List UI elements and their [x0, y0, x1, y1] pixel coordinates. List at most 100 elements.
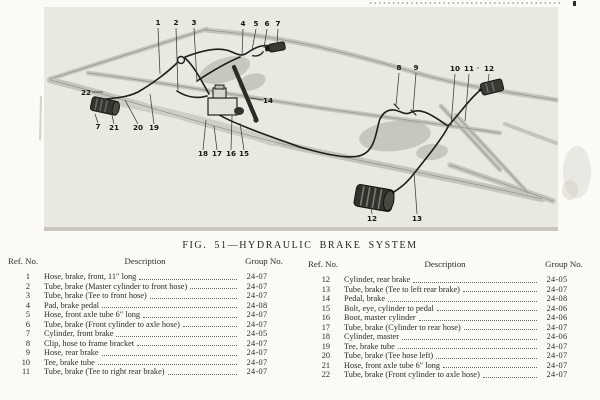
callout-leader-line [413, 171, 418, 215]
callout-number: 22 [81, 88, 91, 97]
description-header: Description [124, 256, 166, 266]
callout-number: 7 [95, 122, 100, 131]
group-no: 24-07 [246, 338, 268, 348]
dot-leader [482, 376, 537, 378]
description-header: Description [424, 259, 466, 269]
brake-components [89, 41, 505, 212]
callout-number: 21 [109, 123, 119, 132]
part-description: Cylinder, rear brake [344, 275, 411, 284]
group-no: 24-07 [246, 348, 268, 357]
callout-number: 13 [412, 214, 422, 223]
dot-leader [102, 307, 237, 308]
callout-number: 14 [263, 96, 273, 105]
callout-leader-line [108, 101, 115, 125]
ref-no: 6 [25, 319, 30, 329]
dot-leader [436, 357, 537, 359]
speck-artifact [477, 67, 479, 69]
callout-number: 19 [149, 123, 159, 132]
ref-no: 4 [25, 300, 30, 310]
callout-number: 4 [240, 19, 245, 28]
right-margin-smudge [562, 180, 578, 200]
ref-no: 22 [321, 370, 330, 379]
callout-leader-line [175, 27, 179, 91]
frame-edge-line [49, 28, 208, 80]
ref-no: 16 [321, 313, 330, 322]
callout-number: 18 [198, 149, 208, 158]
callout-leader-line [239, 122, 245, 151]
ref-no: 7 [25, 329, 30, 338]
part-description: Cylinder, master [344, 332, 399, 341]
pedal-eye-bolt [253, 117, 259, 123]
rear-brake-cylinder-left [353, 184, 395, 212]
callout-number: 20 [133, 123, 143, 132]
tube-to-left-front-cylinder [105, 61, 179, 100]
group-no: 24-07 [246, 319, 268, 329]
dot-leader [418, 319, 537, 321]
dot-leader [190, 288, 237, 289]
callout-leader-line [241, 28, 244, 57]
photo-background [44, 7, 558, 231]
callout-number: 8 [396, 63, 401, 72]
ref-no: 11 [22, 367, 30, 376]
table-row: 8 Clip, hose to frame bracket 24-07 [6, 339, 294, 349]
callout-leader-line [251, 28, 257, 51]
callout-number: 12 [367, 214, 377, 223]
brake-lines [105, 44, 488, 198]
dot-leader [413, 281, 537, 283]
dot-leader [463, 329, 537, 330]
group-no: 24-07 [546, 341, 568, 351]
part-description: Tube, brake (Cylinder to rear hose) [344, 322, 461, 332]
ref-no: 10 [21, 357, 30, 367]
group-no: 24-07 [246, 357, 268, 367]
callout-leader-line [276, 28, 279, 45]
group-no: 24-06 [546, 313, 568, 322]
ref-no: 3 [25, 291, 30, 300]
dot-leader [436, 310, 537, 311]
group-no: 24-07 [246, 310, 268, 319]
part-description: Tube, brake (Tee to right rear brake) [44, 367, 165, 376]
ref-no: 8 [25, 338, 30, 348]
ref-no: 9 [25, 348, 30, 357]
dot-leader [101, 354, 237, 356]
group-no: 24-07 [546, 284, 568, 294]
callout-number: 3 [191, 18, 196, 27]
running-board-bar [119, 99, 276, 146]
group-no: 24-07 [546, 322, 568, 332]
dot-leader [443, 367, 537, 368]
part-description: Clip, hose to frame bracket [44, 338, 135, 348]
dot-leader [462, 291, 537, 292]
cropped-digit-artifact [573, 1, 576, 6]
callout-number: 5 [253, 19, 258, 28]
callout-leader-line [193, 27, 198, 83]
frame-edge-line [440, 105, 501, 171]
dot-leader [388, 300, 537, 302]
front-hose-connector [176, 90, 208, 99]
group-no: 24-07 [546, 360, 568, 370]
callout-number: 12 [484, 64, 494, 73]
part-description: Cylinder, front brake [44, 329, 114, 338]
ref-no: 19 [321, 341, 330, 351]
part-description: Hose, brake, front, 11″ long [44, 272, 137, 281]
ref-no-header: Ref. No. [308, 259, 339, 269]
dot-leader [167, 373, 237, 375]
